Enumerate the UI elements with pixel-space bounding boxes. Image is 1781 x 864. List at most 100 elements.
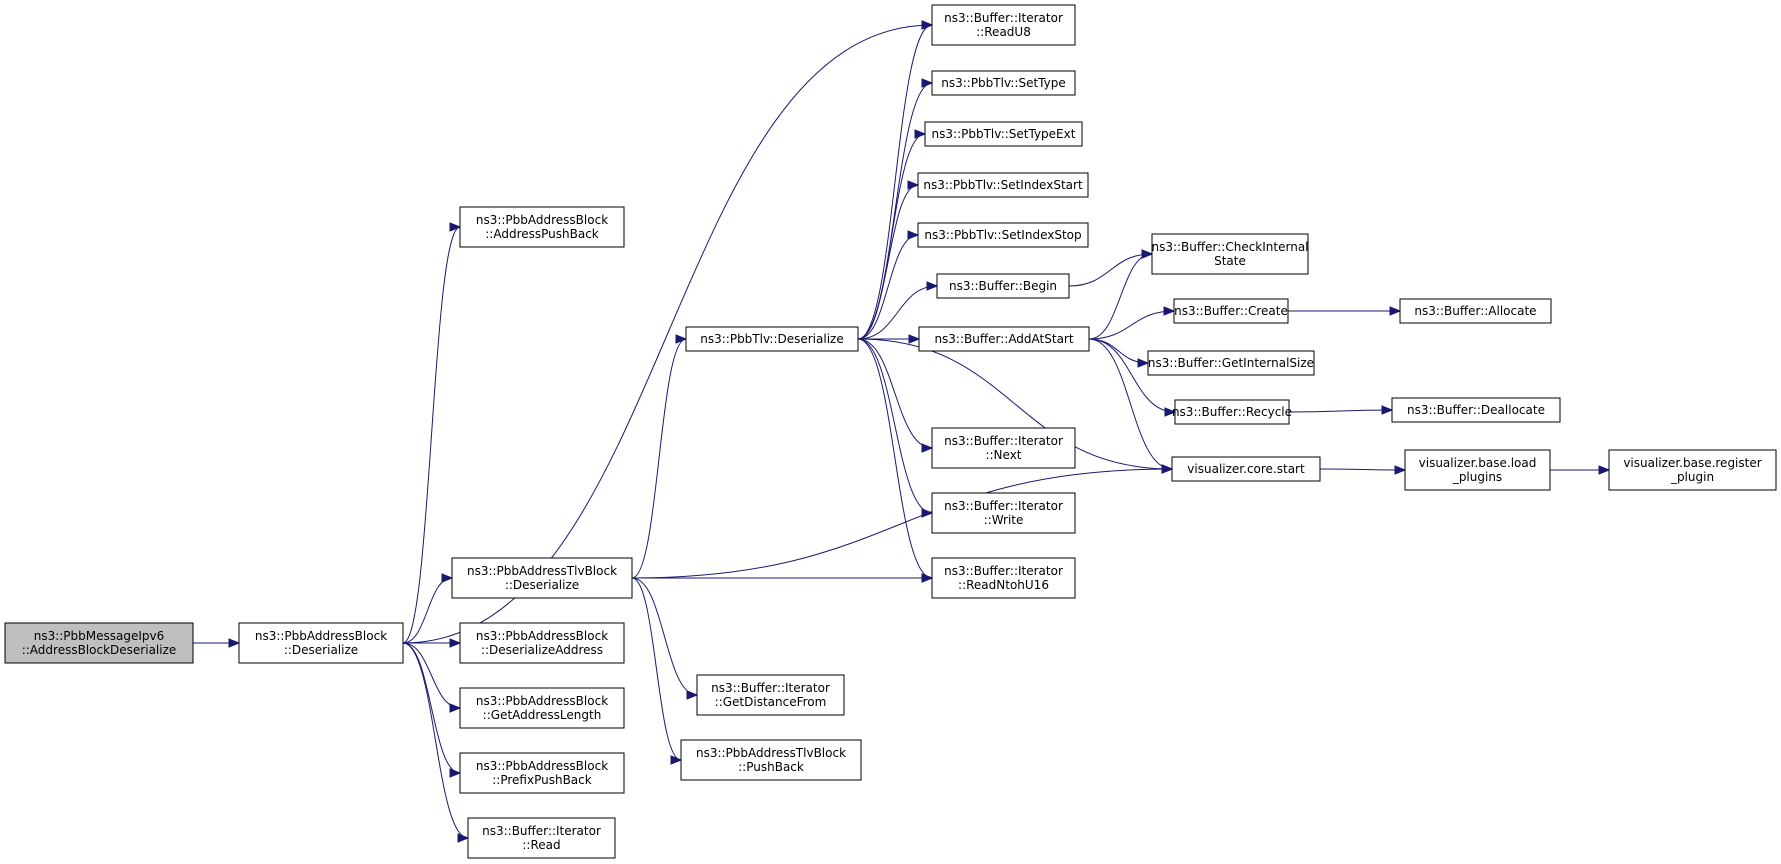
node-ns3-buffer-getinternalsize[interactable]: ns3::Buffer::GetInternalSize	[1147, 350, 1315, 376]
edge-n1-n3	[402, 24, 933, 644]
node-ns3-pbbtlv-setindexstop[interactable]: ns3::PbbTlv::SetIndexStop	[917, 222, 1089, 248]
arrowhead	[449, 768, 462, 778]
node-label: ns3::PbbMessageIpv6	[34, 629, 165, 643]
node-box	[1171, 456, 1321, 482]
node-box	[696, 674, 845, 716]
edge-n9-n11	[857, 338, 1173, 470]
node-box	[459, 752, 625, 794]
node-label: ::AddressBlockDeserialize	[22, 643, 177, 657]
node-ns3-buffer-iterator-read[interactable]: ns3::Buffer::Iterator::Read	[467, 817, 616, 859]
node-box	[1399, 298, 1552, 324]
edge-n1-n8	[402, 642, 469, 839]
node-ns3-buffer-allocate[interactable]: ns3::Buffer::Allocate	[1399, 298, 1552, 324]
node-ns3-buffer-recycle[interactable]: ns3::Buffer::Recycle	[1172, 399, 1292, 425]
node-label: ns3::Buffer::CheckInternal	[1151, 240, 1308, 254]
node-label: ns3::PbbAddressBlock	[476, 759, 608, 773]
arrowhead	[907, 180, 920, 190]
arrowhead	[921, 78, 934, 88]
node-ns3-buffer-iterator-next[interactable]: ns3::Buffer::Iterator::Next	[931, 427, 1076, 469]
node-ns3-pbbaddressblock-getaddresslength[interactable]: ns3::PbbAddressBlock::GetAddressLength	[459, 687, 625, 729]
node-ns3-buffer-create[interactable]: ns3::Buffer::Create	[1173, 298, 1289, 324]
node-label: ns3::PbbAddressBlock	[476, 629, 608, 643]
arrowhead	[921, 443, 934, 453]
node-box	[459, 687, 625, 729]
node-ns3-pbbaddressblock-prefixpushback[interactable]: ns3::PbbAddressBlock::PrefixPushBack	[459, 752, 625, 794]
edge-n4-n11	[631, 468, 1173, 579]
node-ns3-buffer-iterator-write[interactable]: ns3::Buffer::Iterator::Write	[931, 492, 1076, 534]
arrowhead	[1141, 249, 1154, 259]
node-ns3-buffer-deallocate[interactable]: ns3::Buffer::Deallocate	[1391, 397, 1561, 423]
edge-n15-n24	[1068, 253, 1153, 287]
node-label: ns3::Buffer::Iterator	[944, 11, 1063, 25]
node-ns3-buffer-addatstart[interactable]: ns3::Buffer::AddAtStart	[918, 326, 1090, 352]
node-visualizer-core-start[interactable]: visualizer.core.start	[1171, 456, 1321, 482]
node-ns3-pbbtlv-setindexstart[interactable]: ns3::PbbTlv::SetIndexStart	[917, 172, 1089, 198]
node-label: ns3::PbbTlv::SetType	[941, 76, 1066, 90]
node-label: ::AddressPushBack	[485, 227, 599, 241]
arrowhead	[449, 222, 462, 232]
node-ns3-pbbaddressblock-deserialize[interactable]: ns3::PbbAddressBlock::Deserialize	[238, 622, 404, 664]
node-ns3-buffer-iterator-readntohu16[interactable]: ns3::Buffer::Iterator::ReadNtohU16	[931, 557, 1076, 599]
node-box	[1147, 350, 1315, 376]
edge-n9-n20	[857, 133, 926, 340]
arrowhead	[921, 508, 934, 518]
node-label: ::GetAddressLength	[483, 708, 602, 722]
node-box	[917, 172, 1089, 198]
edge-n9-n21	[857, 338, 933, 514]
node-box	[459, 622, 625, 664]
edge-n4-n13	[631, 577, 682, 761]
edge-n1-n6	[402, 642, 461, 709]
node-box	[931, 492, 1076, 534]
nodes-layer: ns3::PbbMessageIpv6::AddressBlockDeseria…	[4, 4, 1777, 859]
arrowhead	[921, 573, 934, 583]
arrowhead	[1164, 407, 1177, 417]
node-box	[1173, 298, 1289, 324]
node-ns3-pbbtlv-settype[interactable]: ns3::PbbTlv::SetType	[931, 70, 1076, 96]
arrowhead	[908, 334, 921, 344]
node-label: ns3::PbbAddressTlvBlock	[467, 564, 617, 578]
node-ns3-pbbtlv-deserialize[interactable]: ns3::PbbTlv::Deserialize	[685, 326, 859, 352]
node-label: ns3::PbbAddressBlock	[476, 213, 608, 227]
node-label: ::Write	[984, 513, 1024, 527]
node-ns3-buffer-iterator-readu8[interactable]: ns3::Buffer::Iterator::ReadU8	[931, 4, 1076, 46]
edge-n14-n25	[1088, 310, 1175, 340]
node-ns3-pbbaddressblock-deserializeaddress[interactable]: ns3::PbbAddressBlock::DeserializeAddress	[459, 622, 625, 664]
node-label: ns3::PbbTlv::Deserialize	[700, 332, 843, 346]
node-visualizer-base-register-plugin[interactable]: visualizer.base.register_plugin	[1608, 449, 1777, 491]
node-box	[918, 326, 1090, 352]
arrowhead	[449, 703, 462, 713]
node-label: State	[1214, 254, 1246, 268]
node-label: visualizer.base.register	[1623, 456, 1761, 470]
arrowhead	[1161, 464, 1174, 474]
edge-n14-n27	[1088, 338, 1176, 413]
arrowhead	[441, 573, 454, 583]
edge-n27-n29	[1288, 409, 1393, 413]
node-label: ns3::Buffer::Begin	[949, 279, 1057, 293]
node-ns3-pbbaddresstlvblock-deserialize[interactable]: ns3::PbbAddressTlvBlock::Deserialize	[451, 557, 633, 599]
edge-n14-n11	[1088, 338, 1173, 470]
arrowhead	[686, 690, 699, 700]
edge-n4-n12	[631, 577, 698, 696]
node-label: ns3::Buffer::Iterator	[944, 564, 1063, 578]
node-box	[931, 557, 1076, 599]
node-box	[1404, 449, 1551, 491]
node-box	[931, 427, 1076, 469]
node-ns3-pbbaddressblock-addresspushback[interactable]: ns3::PbbAddressBlock::AddressPushBack	[459, 206, 625, 248]
arrowhead	[1137, 358, 1150, 368]
node-ns3-pbbmessageipv6-addressblockdeserialize[interactable]: ns3::PbbMessageIpv6::AddressBlockDeseria…	[4, 622, 194, 664]
node-label: ::Deserialize	[505, 578, 579, 592]
node-ns3-pbbtlv-settypeext[interactable]: ns3::PbbTlv::SetTypeExt	[924, 121, 1083, 147]
node-ns3-buffer-iterator-getdistancefrom[interactable]: ns3::Buffer::Iterator::GetDistanceFrom	[696, 674, 845, 716]
node-box	[1608, 449, 1777, 491]
arrowhead	[1163, 306, 1176, 316]
node-visualizer-base-load-plugins[interactable]: visualizer.base.load_plugins	[1404, 449, 1551, 491]
arrowhead	[449, 638, 462, 648]
arrowhead	[675, 334, 688, 344]
node-box	[680, 739, 862, 781]
node-ns3-buffer-begin[interactable]: ns3::Buffer::Begin	[936, 273, 1070, 299]
edge-n9-n10	[857, 338, 933, 579]
node-ns3-pbbaddresstlvblock-pushback[interactable]: ns3::PbbAddressTlvBlock::PushBack	[680, 739, 862, 781]
node-label: ::Read	[522, 838, 560, 852]
